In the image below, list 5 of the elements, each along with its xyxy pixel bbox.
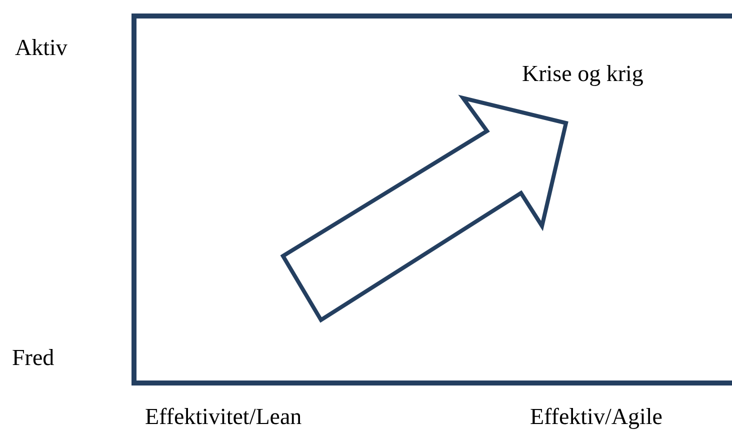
quadrant-label: Krise og krig xyxy=(522,62,644,85)
axis-label: Aktiv xyxy=(15,36,68,59)
axis-label: Effektivitet/Lean xyxy=(145,405,302,428)
axis-label: Fred xyxy=(12,346,54,369)
axis-label: Effektiv/Agile xyxy=(530,405,662,428)
